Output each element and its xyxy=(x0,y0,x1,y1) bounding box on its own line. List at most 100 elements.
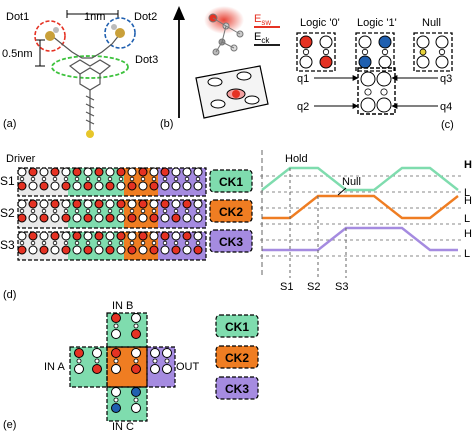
dot-middle xyxy=(85,176,91,182)
dot-top xyxy=(17,167,27,177)
dot-middle xyxy=(96,176,102,182)
dot-top xyxy=(171,199,181,209)
dot-bottom xyxy=(50,245,60,255)
dot-bottom xyxy=(28,245,38,255)
dot-middle xyxy=(94,358,100,364)
dot-bottom xyxy=(72,245,82,255)
q2-label: q2 xyxy=(297,101,309,113)
dot-middle xyxy=(184,208,190,214)
dot-middle xyxy=(195,240,201,246)
dot-middle xyxy=(173,176,179,182)
qca-cell xyxy=(116,167,126,191)
dot-middle xyxy=(173,208,179,214)
dot-bottom xyxy=(83,181,93,191)
q3-label: q3 xyxy=(440,73,452,85)
panel-b-label: (b) xyxy=(160,118,173,130)
dot-bottom xyxy=(131,403,141,413)
qca-cell xyxy=(39,231,49,255)
dot-bottom xyxy=(83,245,93,255)
dot-top xyxy=(193,199,203,209)
dot-middle xyxy=(162,240,168,246)
dot-bottom xyxy=(358,55,372,69)
dot-top xyxy=(138,199,148,209)
panel-b: (b) Esw Eck xyxy=(160,6,280,130)
qca-cell xyxy=(131,348,141,374)
substrate-dot xyxy=(207,77,223,87)
dot-bottom xyxy=(116,181,126,191)
dot-middle xyxy=(302,48,310,56)
qca-cell xyxy=(138,167,148,191)
dot-top xyxy=(50,199,60,209)
dot-top xyxy=(105,199,115,209)
dot-middle xyxy=(195,208,201,214)
dot-bottom xyxy=(50,213,60,223)
dot-middle xyxy=(113,323,119,329)
dot-middle xyxy=(30,208,36,214)
dot-middle xyxy=(107,176,113,182)
time-mark-s3: S3 xyxy=(335,281,348,293)
dot-top xyxy=(50,167,60,177)
qca-cell xyxy=(149,167,159,191)
dot-bottom xyxy=(149,245,159,255)
dot-middle xyxy=(63,240,69,246)
qca-cell xyxy=(171,167,181,191)
qca-cell xyxy=(149,199,159,223)
dot-bottom xyxy=(28,181,38,191)
dot-middle xyxy=(52,176,58,182)
dot-top xyxy=(111,387,121,397)
dot-bottom xyxy=(50,181,60,191)
dot-top xyxy=(435,35,449,49)
substrate-dot xyxy=(210,99,226,109)
dot-bottom xyxy=(17,181,27,191)
q1-label: q1 xyxy=(297,73,309,85)
ck1-l-label: L xyxy=(464,187,470,199)
dot-middle xyxy=(113,358,119,364)
dot-top xyxy=(17,231,27,241)
labelled-cell-box xyxy=(357,67,396,115)
dot-bottom xyxy=(171,245,181,255)
legend-ck2-box xyxy=(215,345,259,369)
dot-middle xyxy=(74,176,80,182)
null-box xyxy=(413,32,453,72)
null-phase-label: Null xyxy=(342,176,361,188)
dot-bottom xyxy=(127,181,137,191)
qca-cell xyxy=(83,199,93,223)
dot-top xyxy=(28,199,38,209)
dot-middle xyxy=(74,240,80,246)
dot-bottom xyxy=(72,213,82,223)
qca-cell xyxy=(39,199,49,223)
panel-e-label: (e) xyxy=(3,419,16,431)
dot-middle xyxy=(41,240,47,246)
dot-middle xyxy=(364,88,372,96)
dot-bottom xyxy=(138,213,148,223)
in-c-label: IN C xyxy=(112,421,134,433)
dot-bottom xyxy=(72,181,82,191)
dot-bottom xyxy=(171,213,181,223)
dot-top xyxy=(17,199,27,209)
time-mark-s2: S2 xyxy=(307,281,320,293)
qca-cell xyxy=(94,231,104,255)
qca-cell xyxy=(193,199,203,223)
qca-cell xyxy=(299,35,313,69)
dot-top xyxy=(182,167,192,177)
qca-cell xyxy=(83,167,93,191)
dot-middle xyxy=(52,240,58,246)
dot-top xyxy=(127,231,137,241)
esw-label: Esw xyxy=(254,13,271,27)
dot-top xyxy=(111,348,121,358)
ck2-waveform xyxy=(262,194,459,220)
dot-bottom xyxy=(105,245,115,255)
qca-cell xyxy=(182,199,192,223)
dot-middle xyxy=(107,240,113,246)
ck1-label: CK1 xyxy=(219,175,243,189)
dot-bottom xyxy=(17,245,27,255)
dot-middle xyxy=(184,240,190,246)
dot-middle xyxy=(184,176,190,182)
dot-bottom xyxy=(83,213,93,223)
ck2-h-label: H xyxy=(464,195,472,207)
dot-top xyxy=(193,167,203,177)
dot-bottom xyxy=(149,213,159,223)
ck3-label: CK3 xyxy=(219,235,243,249)
substrate-dot xyxy=(236,71,252,81)
